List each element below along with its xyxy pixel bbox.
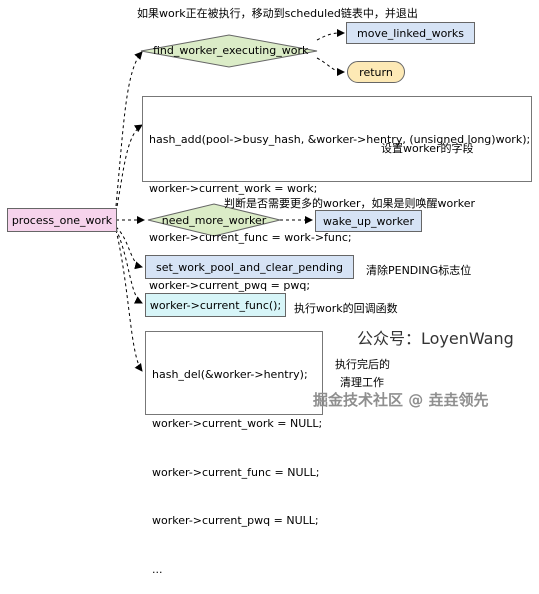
arrow-to-hash-add bbox=[115, 124, 143, 213]
arrow-to-return bbox=[316, 57, 345, 76]
return-label: return bbox=[359, 65, 393, 79]
set-work-pool-and-clear-pending-label: set_work_pool_and_clear_pending bbox=[156, 260, 343, 274]
hash-del-line: hash_del(&worker->hentry); bbox=[152, 368, 308, 382]
need-more-worker-annotation: 判断是否需要更多的worker，如果是则唤醒worker bbox=[224, 197, 476, 210]
execute-callback-annotation: 执行work的回调函数 bbox=[294, 302, 398, 315]
cleanup-annotation-line-1: 执行完后的 bbox=[335, 358, 390, 371]
arrow-to-current-func bbox=[115, 228, 143, 304]
hash-del-code-block: hash_del(&worker->hentry); worker->curre… bbox=[145, 331, 323, 576]
current-work-null-line: worker->current_work = NULL; bbox=[152, 417, 323, 431]
current-func-assignment-line: worker->current_func = work->func; bbox=[149, 230, 352, 244]
arrow-to-move-linked-works bbox=[316, 29, 345, 41]
hash-add-line: hash_add(pool->busy_hash, &worker->hentr… bbox=[149, 133, 531, 147]
current-func-call-node[interactable]: worker->current_func(); bbox=[145, 293, 286, 317]
process-one-work-label: process_one_work bbox=[11, 213, 113, 227]
arrow-to-set-work-pool bbox=[115, 226, 143, 270]
current-pwq-null-line: worker->current_pwq = NULL; bbox=[152, 514, 319, 528]
cleanup-annotation-line-2: 清理工作 bbox=[340, 376, 384, 389]
move-linked-works-label: move_linked_works bbox=[357, 26, 464, 40]
arrow-to-find-worker bbox=[115, 51, 143, 207]
current-func-null-line: worker->current_func = NULL; bbox=[152, 465, 320, 479]
return-node[interactable]: return bbox=[347, 61, 405, 83]
current-pwq-assignment-line: worker->current_pwq = pwq; bbox=[149, 279, 311, 293]
process-one-work-node[interactable]: process_one_work bbox=[7, 208, 117, 232]
find-worker-diamond bbox=[140, 34, 318, 68]
move-linked-works-node[interactable]: move_linked_works bbox=[346, 22, 475, 44]
need-more-worker-label: need_more_worker bbox=[161, 214, 267, 227]
wake-up-worker-label: wake_up_worker bbox=[323, 214, 414, 228]
official-account-watermark: 公众号：LoyenWang bbox=[357, 329, 514, 348]
flow-arrows bbox=[115, 29, 345, 372]
site-watermark: 掘金技术社区 @ 垚垚领先 bbox=[313, 391, 489, 409]
hash-add-code-block: hash_add(pool->busy_hash, &worker->hentr… bbox=[142, 96, 532, 341]
top-annotation: 如果work正在被执行，移动到scheduled链表中，并退出 bbox=[137, 7, 418, 20]
hash-del-ellipsis: ... bbox=[152, 562, 163, 576]
set-worker-fields-annotation: 设置worker的字段 bbox=[381, 142, 474, 155]
need-more-worker-diamond bbox=[147, 203, 281, 237]
set-work-pool-and-clear-pending-node[interactable]: set_work_pool_and_clear_pending bbox=[145, 255, 354, 279]
current-work-assignment-line: worker->current_work = work; bbox=[149, 182, 318, 196]
find-worker-executing-work-label: find_worker_executing_work bbox=[153, 44, 309, 57]
clear-pending-annotation: 清除PENDING标志位 bbox=[366, 264, 472, 277]
current-func-call-label: worker->current_func(); bbox=[149, 298, 282, 312]
arrow-to-hash-del bbox=[115, 229, 143, 372]
wake-up-worker-node[interactable]: wake_up_worker bbox=[315, 210, 422, 232]
